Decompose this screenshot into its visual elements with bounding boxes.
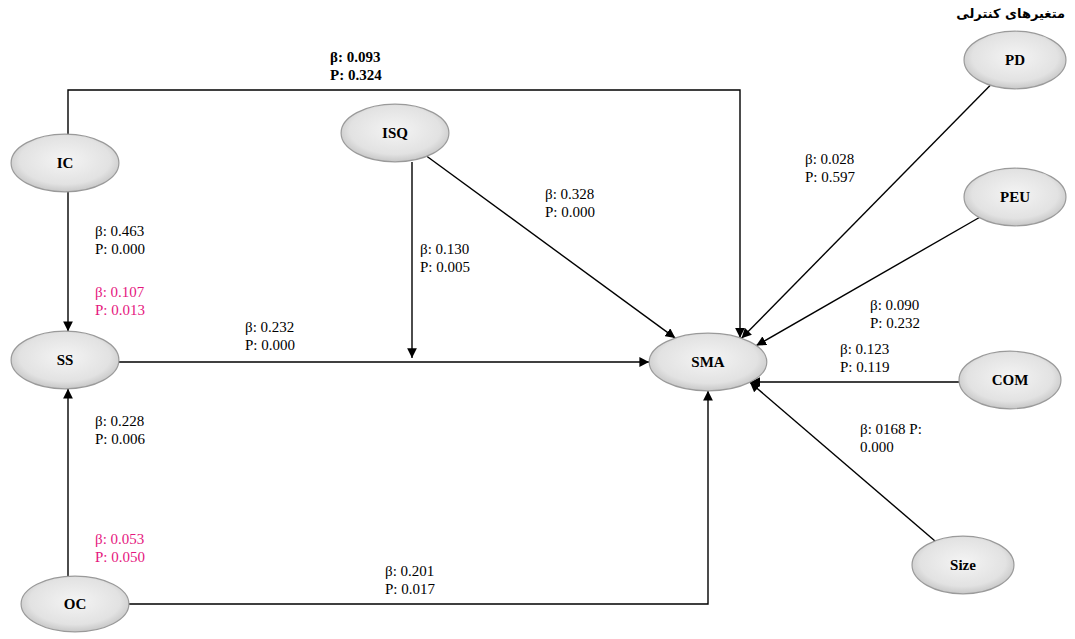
construct-ellipse: OC bbox=[20, 575, 130, 633]
construct-ellipse: PD bbox=[963, 30, 1067, 90]
path-arrow bbox=[750, 381, 959, 382]
ellipse-shape bbox=[21, 576, 129, 632]
construct-ellipse: Size bbox=[911, 535, 1015, 595]
ellipse-shape bbox=[649, 333, 767, 391]
path-arrow bbox=[756, 218, 979, 346]
moderation-arrow bbox=[411, 162, 412, 358]
construct-name: Size bbox=[950, 557, 976, 574]
ellipse-shape bbox=[964, 168, 1066, 226]
path-coefficient: β: 0.123 P: 0.119 bbox=[840, 340, 902, 376]
construct-ellipse: SS bbox=[10, 330, 120, 390]
ellipse-shape bbox=[11, 134, 119, 192]
path-arrow bbox=[129, 391, 708, 604]
moderation-coefficient: β: 0.130 P: 0.005 bbox=[420, 240, 482, 276]
path-arrow bbox=[742, 85, 991, 338]
path-coefficient: β: 0.201 P: 0.017 bbox=[385, 562, 447, 598]
path-coefficient: β: 0.090 P: 0.232 bbox=[870, 296, 932, 332]
ellipse-shape bbox=[959, 351, 1061, 409]
path-coefficient: β: 0.228 P: 0.006 bbox=[95, 412, 157, 448]
path-coefficient: β: 0.093 P: 0.324 bbox=[330, 48, 392, 84]
path-arrow bbox=[119, 361, 649, 362]
construct-name: COM bbox=[992, 372, 1029, 389]
ellipse-shape bbox=[11, 331, 119, 389]
construct-ellipse: ISQ bbox=[340, 103, 450, 163]
construct-name: ISQ bbox=[382, 125, 408, 142]
indirect-effect: β: 0.107 P: 0.013 bbox=[95, 283, 157, 319]
path-coefficient: β: 0.232 P: 0.000 bbox=[245, 318, 307, 354]
path-coefficient: β: 0168 P: 0.000 bbox=[860, 420, 922, 456]
path-coefficient: β: 0.463 P: 0.000 bbox=[95, 222, 157, 258]
path-arrow bbox=[67, 389, 68, 577]
construct-name: OC bbox=[64, 596, 87, 613]
construct-name: SS bbox=[57, 352, 74, 369]
group-heading: متغیرهای کنترلی bbox=[956, 6, 1065, 21]
construct-ellipse: COM bbox=[958, 350, 1062, 410]
construct-ellipse: IC bbox=[10, 133, 120, 193]
construct-ellipse: SMA bbox=[648, 332, 768, 392]
path-arrow bbox=[750, 382, 935, 541]
path-coefficient: β: 0.028 P: 0.597 bbox=[805, 150, 867, 186]
ellipse-shape bbox=[912, 536, 1014, 594]
path-coefficient: β: 0.328 P: 0.000 bbox=[545, 185, 607, 221]
construct-name: IC bbox=[57, 155, 74, 172]
ellipse-shape bbox=[964, 31, 1066, 89]
path-arrow bbox=[67, 192, 68, 331]
indirect-effect: β: 0.053 P: 0.050 bbox=[95, 530, 157, 566]
path-arrow bbox=[68, 90, 740, 338]
construct-name: SMA bbox=[691, 354, 724, 371]
construct-ellipse: PEU bbox=[963, 167, 1067, 227]
ellipse-shape bbox=[341, 104, 449, 162]
construct-name: PEU bbox=[1000, 189, 1030, 206]
construct-name: PD bbox=[1005, 52, 1025, 69]
